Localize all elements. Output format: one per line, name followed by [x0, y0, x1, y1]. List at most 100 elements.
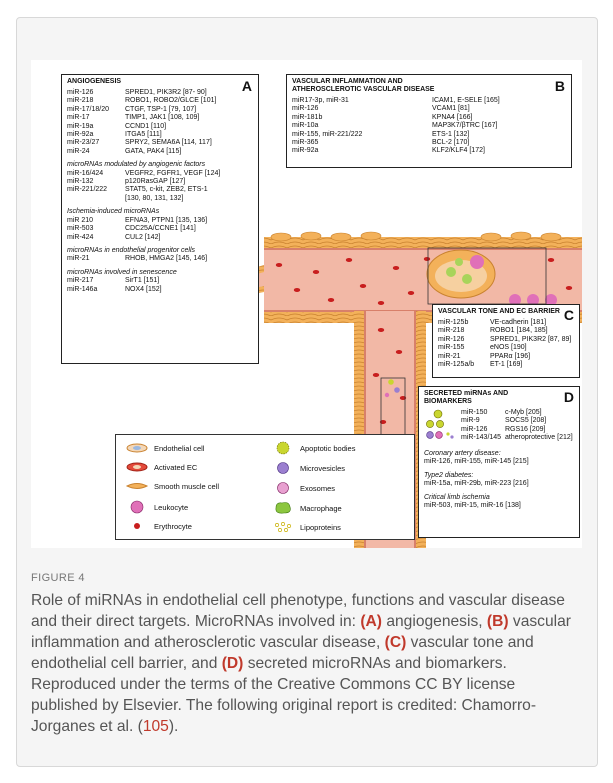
- legend-exosomes: Exosomes: [272, 481, 335, 495]
- panel-a-targets: ITGA5 [111]: [125, 131, 162, 139]
- microvesicles-icon: [272, 461, 294, 475]
- panel-a-section-angiogenic: microRNAs modulated by angiogenic factor…: [67, 161, 253, 169]
- panel-a-mirna: miR-16/424: [67, 170, 125, 178]
- panel-b-targets: ICAM1, E-SELE [165]: [432, 97, 500, 105]
- panel-a-section-progenitor: microRNAs in endothelial progenitor cell…: [67, 247, 253, 255]
- panel-a-mirna: miR-24: [67, 148, 125, 156]
- panel-a-mirna: miR-19a: [67, 123, 125, 131]
- panel-d-targets: RGS16 [209]: [505, 426, 545, 434]
- panel-b-mirna: miR-181b: [292, 114, 432, 122]
- panel-d-letter: D: [564, 390, 574, 404]
- panel-a-mirna: miR-424: [67, 234, 125, 242]
- panel-b-mirna: miR-365: [292, 139, 432, 147]
- panel-a-targets: VEGFR2, FGFR1, VEGF [124]: [125, 170, 220, 178]
- panel-a-letter: A: [242, 79, 252, 93]
- panel-a-mirna: miR-221/222: [67, 186, 125, 194]
- legend-lipoproteins: Lipoproteins: [272, 521, 341, 533]
- panel-a-targets: ROBO1, ROBO2/GLCE [101]: [125, 97, 216, 105]
- panel-c-mirna: miR-125a/b: [438, 361, 490, 369]
- endothelial-cell-icon: [126, 443, 148, 453]
- legend-macrophage: Macrophage: [272, 501, 342, 515]
- panel-c-mirna: miR-218: [438, 327, 490, 335]
- panel-d-biomarkers: D SECRETED miRNAs AND BIOMARKERS miR-150…: [418, 386, 580, 538]
- legend-apoptotic: Apoptotic bodies: [272, 441, 355, 455]
- panel-a-mirna: miR-23/27: [67, 139, 125, 147]
- panel-b-targets: KPNA4 [166]: [432, 114, 472, 122]
- panel-a-targets: NOX4 [152]: [125, 286, 162, 294]
- smooth-muscle-icon: [126, 481, 148, 491]
- panel-a-targets: CCND1 [110]: [125, 123, 166, 131]
- legend: Endothelial cell Activated EC Smooth mus…: [115, 434, 415, 540]
- panel-a-mirna: [67, 195, 125, 203]
- panel-d-title-2: BIOMARKERS: [424, 398, 574, 406]
- panel-b-title-2: ATHEROSCLEROTIC VASCULAR DISEASE: [292, 86, 566, 94]
- panel-a-targets: TIMP1, JAK1 [108, 109]: [125, 114, 199, 122]
- panel-d-mirna: miR-150: [461, 409, 505, 417]
- panel-a-targets: RHOB, HMGA2 [145, 146]: [125, 255, 207, 263]
- panel-a-mirna: miR-503: [67, 225, 125, 233]
- panel-d-diabetes-text: miR-15a, miR-29b, miR-223 [216]: [424, 480, 574, 488]
- panel-c-targets: eNOS [190]: [490, 344, 527, 352]
- panel-c-mirna: miR-155: [438, 344, 490, 352]
- panel-b-targets: BCL-2 [170]: [432, 139, 469, 147]
- panel-a-section-ischemia: Ischemia-induced microRNAs: [67, 208, 253, 216]
- panel-a-targets: SPRY2, SEMA6A [114, 117]: [125, 139, 212, 147]
- panel-a-title: ANGIOGENESIS: [67, 78, 253, 86]
- panel-d-title-1: SECRETED miRNAs AND: [424, 390, 574, 398]
- panel-c-mirna: miR-125b: [438, 319, 490, 327]
- panel-a-mirna: miR-126: [67, 89, 125, 97]
- panel-a-targets: [130, 80, 131, 132]: [125, 195, 183, 203]
- erythrocyte-icon: [126, 521, 148, 531]
- panel-a-targets: EFNA3, PTPN1 [135, 136]: [125, 217, 207, 225]
- panel-d-mirna: miR-126: [461, 426, 505, 434]
- reference-link[interactable]: 105: [143, 718, 169, 735]
- panel-b-targets: VCAM1 [81]: [432, 105, 470, 113]
- panel-d-targets: SOCS5 [208]: [505, 417, 546, 425]
- panel-c-title: VASCULAR TONE AND EC BARRIER: [438, 308, 574, 316]
- panel-b-title-1: VASCULAR INFLAMMATION AND: [292, 78, 566, 86]
- lipoproteins-icon: [272, 521, 294, 533]
- caption-text: Role of miRNAs in endothelial cell pheno…: [31, 590, 583, 737]
- panel-a-targets: GATA, PAK4 [115]: [125, 148, 181, 156]
- legend-erythrocyte: Erythrocyte: [126, 521, 192, 531]
- panel-a-mirna: miR-217: [67, 277, 125, 285]
- panel-b-targets: MAP3K7/βTRC [167]: [432, 122, 498, 130]
- panel-a-mirna: miR-146a: [67, 286, 125, 294]
- legend-endothelial: Endothelial cell: [126, 443, 204, 453]
- panel-a-targets: SPRED1, PIK3R2 [87- 90]: [125, 89, 207, 97]
- panel-b-mirna: miR-155, miR-221/222: [292, 131, 432, 139]
- panel-a-mirna: miR-17/18/20: [67, 106, 125, 114]
- panel-d-diabetes-label: Type2 diabetes:: [424, 472, 574, 480]
- panel-b-mirna: miR-92a: [292, 147, 432, 155]
- panel-d-cli-label: Critical limb ischemia: [424, 494, 574, 502]
- panel-a-row: [130, 80, 131, 132]: [67, 195, 253, 203]
- macrophage-icon: [272, 501, 294, 515]
- panel-a-mirna: miR-17: [67, 114, 125, 122]
- panel-d-cad-label: Coronary artery disease:: [424, 450, 574, 458]
- panel-a-section-senescence: microRNAs involved in senescence: [67, 269, 253, 277]
- panel-b-inflammation: B VASCULAR INFLAMMATION AND ATHEROSCLERO…: [286, 74, 572, 168]
- panel-c-mirna: miR-126: [438, 336, 490, 344]
